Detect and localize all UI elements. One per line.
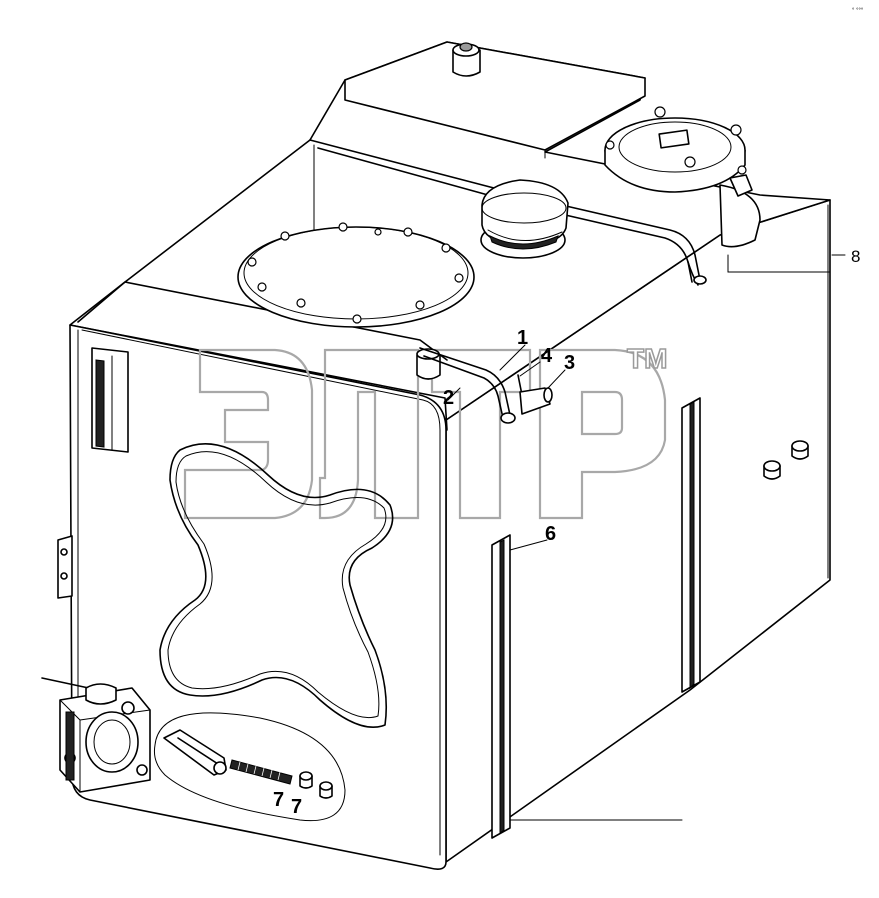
handrail-bracket-front [419,347,516,424]
breather-plug [452,42,481,77]
callout-3: 3 [564,352,575,374]
tank-strap-front [491,534,511,839]
callout-7a: 7 [273,789,284,811]
pin-and-bolt [517,374,553,415]
tank-body [69,41,831,870]
trademark-label: TM [627,343,667,374]
fuel-level-sensor [604,106,761,248]
strap-tensioner-detail [154,712,346,822]
watermark: TM [183,342,668,520]
inspection-cover [237,222,475,328]
corner-mark: ° °°° [852,8,864,14]
filler-cap [480,179,569,259]
internal-baffle [159,443,394,729]
sight-gauge [91,347,129,453]
drain-plugs [763,440,809,480]
callout-7b: 7 [291,796,302,818]
tank-strap-right [681,397,701,693]
corner-nut [416,348,441,380]
handrail-bracket-rear [687,261,707,286]
callout-8: 8 [851,247,860,266]
mounting-tab [57,535,73,599]
callout-1: 1 [517,327,528,349]
callout-leaders [447,254,846,551]
callout-4: 4 [541,345,553,367]
callout-6: 6 [545,523,556,545]
outlet-fitting [41,677,151,793]
callout-2: 2 [443,387,454,409]
